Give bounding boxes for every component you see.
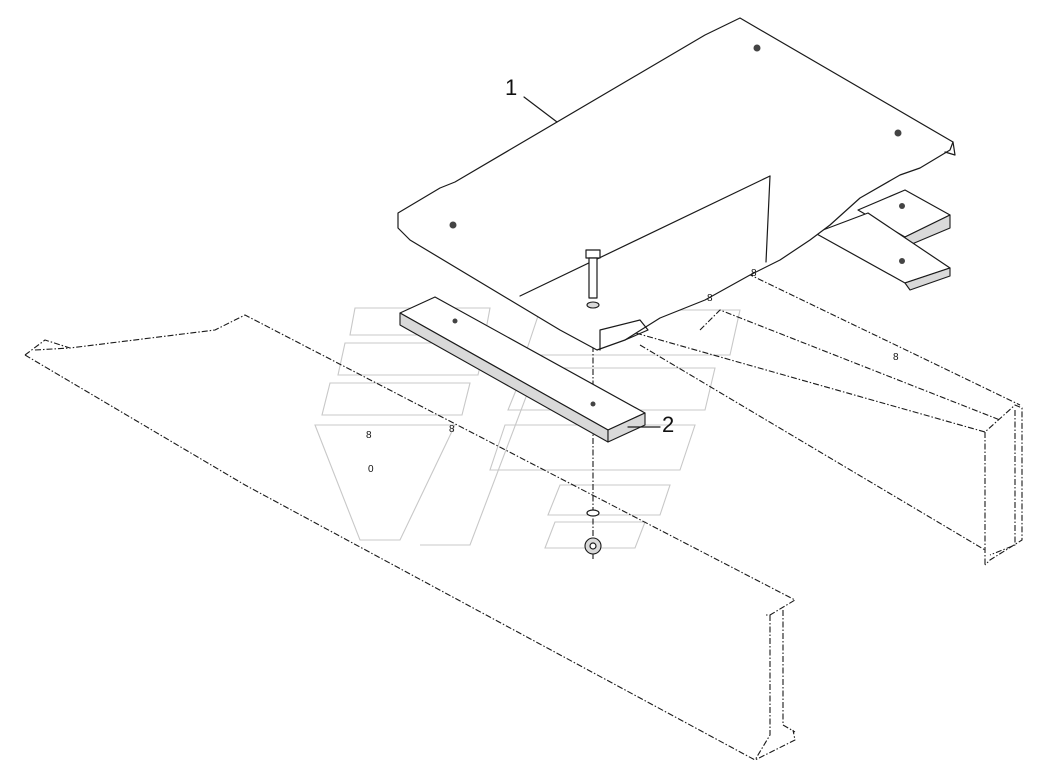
frame-mark: 8 [449, 424, 455, 435]
frame-mark: 8 [751, 268, 757, 279]
callout-1: 1 [505, 75, 558, 123]
bolt [585, 249, 601, 309]
nut [584, 509, 602, 555]
cover-plate [397, 17, 956, 351]
bracket-bar [399, 296, 646, 443]
callout-2: 2 [627, 412, 674, 437]
callout-label: 1 [505, 75, 517, 100]
frame-mark: 8 [366, 430, 372, 441]
frame-markings: 8 8 8 8 8 0 [366, 268, 899, 475]
frame-mark: 0 [368, 464, 374, 475]
frame-mark: 8 [707, 293, 713, 304]
left-frame-rail [24, 314, 796, 761]
frame-mark: 8 [893, 352, 899, 363]
right-frame-rail [624, 269, 1023, 566]
callout-label: 2 [662, 412, 674, 437]
watermark-logo [314, 307, 741, 549]
spacer-plate-lower [814, 212, 951, 291]
